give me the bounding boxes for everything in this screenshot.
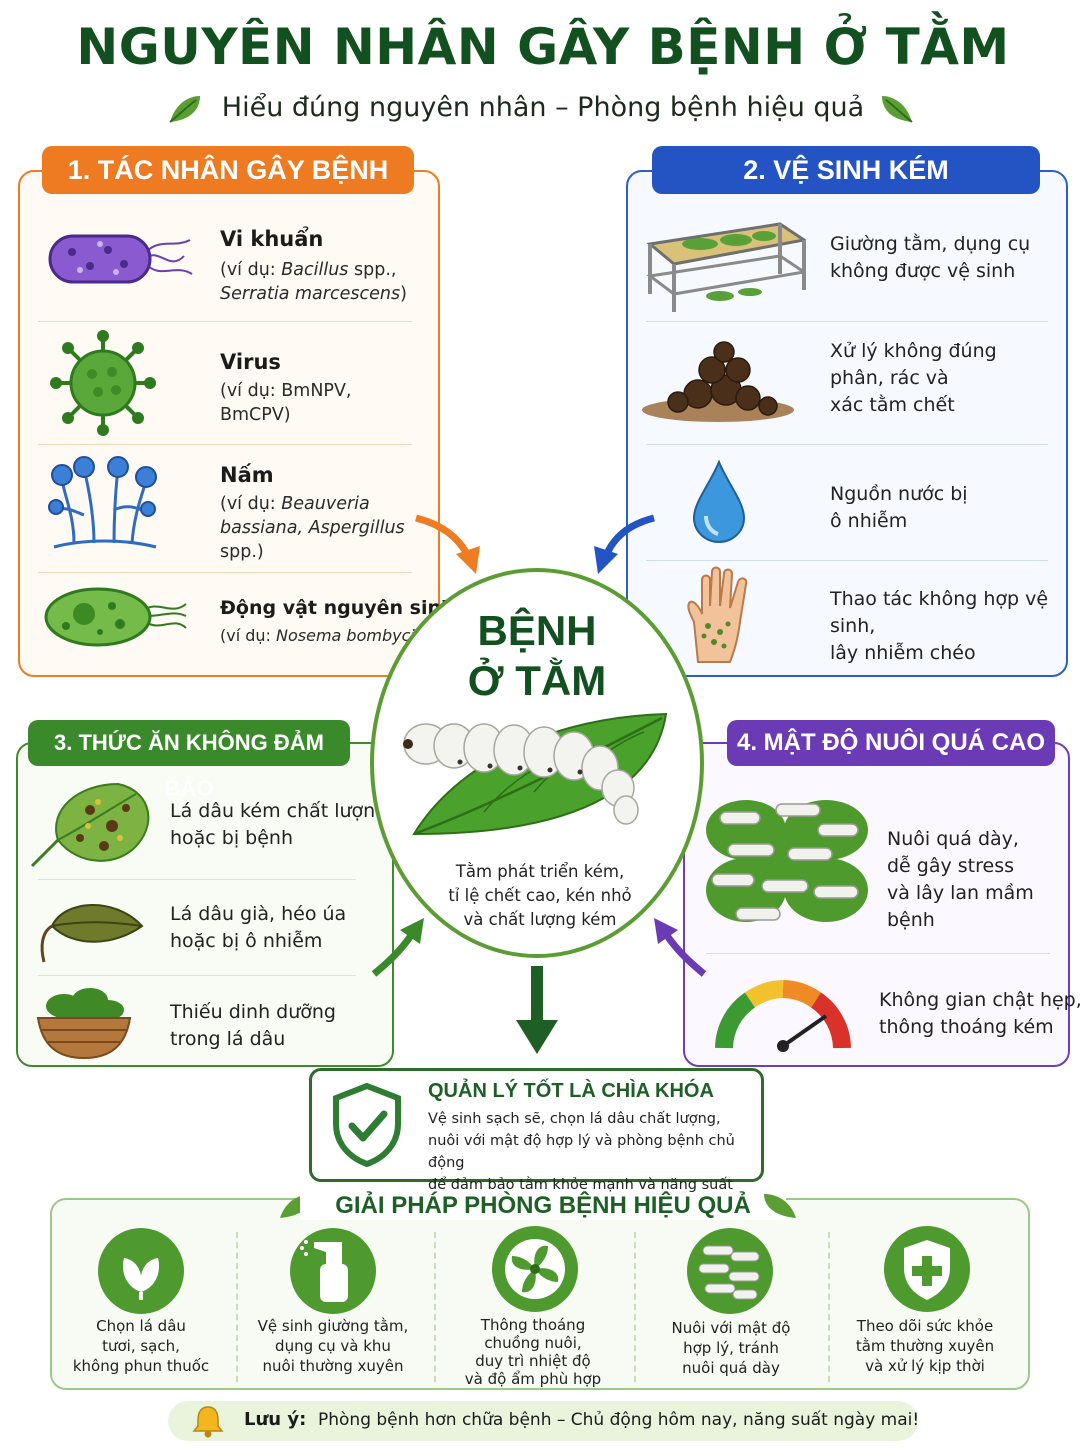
divider <box>434 1232 436 1382</box>
crowded-silkworms-icon <box>706 800 868 922</box>
arrow-down-icon <box>516 966 558 1054</box>
key-message-title: QUẢN LÝ TỐT LÀ CHÌA KHÓA <box>428 1080 714 1102</box>
leaf-icon <box>764 1194 796 1218</box>
leaf-icon <box>169 96 200 123</box>
protozoa-title: Động vật nguyên sinh <box>220 597 455 619</box>
wilted-leaf-icon <box>40 904 144 963</box>
fungus-icon <box>48 456 157 549</box>
hygiene-item-4: Thao tác không hợp vệ sinh,lây nhiễm ché… <box>830 588 1049 664</box>
panel-poor-hygiene-title: 2. VỆ SINH KÉM <box>652 146 1040 194</box>
solution-silkworms-icon <box>687 1228 773 1314</box>
protozoa-icon <box>44 587 187 647</box>
panel-poor-feed-title: 3. THỨC ĂN KHÔNG ĐẢM BẢO <box>28 720 350 801</box>
note-text: Phòng bệnh hơn chữa bệnh – Chủ động hôm … <box>318 1410 920 1430</box>
page-title: NGUYÊN NHÂN GÂY BỆNH Ở TẰM <box>76 18 1010 76</box>
divider <box>38 975 356 976</box>
density-item-2: Không gian chật hẹp,thông thoáng kém <box>879 989 1082 1038</box>
divider <box>646 560 1048 561</box>
divider <box>38 444 412 445</box>
divider <box>706 953 1050 954</box>
solutions-title: GIẢI PHÁP PHÒNG BỆNH HIỆU QUẢ <box>300 1192 786 1220</box>
virus-example: (ví dụ: BmNPV,BmCPV) <box>220 381 352 425</box>
virus-title: Virus <box>220 350 281 374</box>
leaf-icon <box>882 96 913 123</box>
bell-icon <box>192 1406 224 1438</box>
center-description: Tằm phát triển kém,tỉ lệ chết cao, kén n… <box>448 862 632 929</box>
arrow-density-icon <box>654 918 707 977</box>
droppings-icon <box>642 341 794 422</box>
divider <box>38 572 412 573</box>
divider <box>646 321 1048 322</box>
dirty-hand-icon <box>687 566 748 663</box>
arrow-feed-icon <box>371 918 424 977</box>
divider <box>236 1232 238 1382</box>
divider <box>38 879 356 880</box>
fungus-title: Nấm <box>220 463 274 487</box>
solution-leaf-icon <box>98 1228 184 1314</box>
solution-health-shield-icon <box>884 1226 970 1312</box>
divider <box>38 321 412 322</box>
key-message-text: Vệ sinh sạch sẽ, chọn lá dâu chất lượng,… <box>428 1111 735 1215</box>
solution-spray-bottle-icon <box>290 1228 376 1314</box>
virus-icon <box>50 330 156 436</box>
shield-check-icon <box>333 1082 401 1168</box>
panel-pathogens-title: 1. TÁC NHÂN GÂY BỆNH <box>42 146 414 194</box>
note-label: Lưu ý: <box>244 1409 307 1430</box>
note-bar <box>168 1401 918 1441</box>
rearing-bed-icon <box>646 222 806 312</box>
leaf-basket-icon <box>36 988 132 1060</box>
water-drop-icon <box>692 460 746 544</box>
panel-overcrowding-title: 4. MẬT ĐỘ NUÔI QUÁ CAO <box>727 720 1055 766</box>
divider <box>828 1232 830 1382</box>
bacteria-icon <box>48 234 193 284</box>
solution-fan-icon <box>492 1226 578 1312</box>
diseased-leaf-icon <box>30 782 150 868</box>
divider <box>634 1232 636 1382</box>
divider <box>646 444 1048 445</box>
bacteria-example: (ví dụ: Bacillus spp., Serratia marcesce… <box>220 260 407 304</box>
bacteria-title: Vi khuẩn <box>220 227 324 251</box>
silkworm-on-leaf-icon <box>403 712 668 836</box>
arrow-hygiene-icon <box>594 514 655 574</box>
arrow-pathogens-icon <box>415 514 480 574</box>
gauge-icon <box>715 980 851 1052</box>
protozoa-example: (ví dụ: Nosema bombycis) <box>220 626 429 645</box>
page-subtitle: Hiểu đúng nguyên nhân – Phòng bệnh hiệu … <box>221 92 865 123</box>
